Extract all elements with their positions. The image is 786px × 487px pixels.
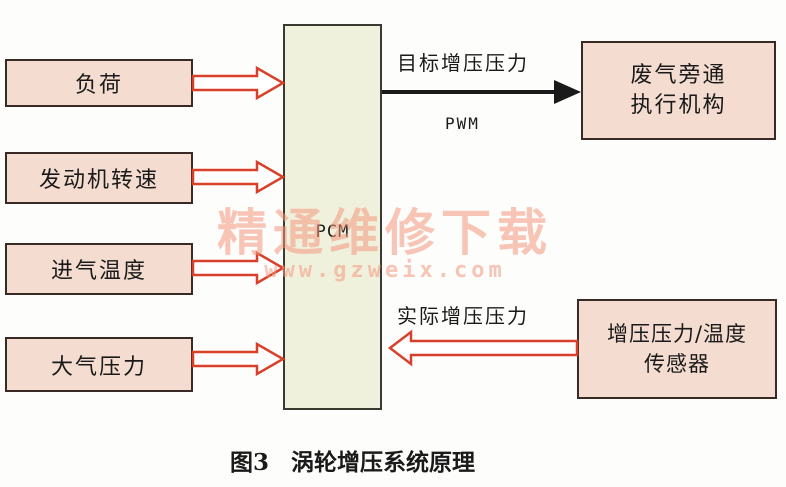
input-box-load: 负荷 xyxy=(5,59,193,107)
arrow-load xyxy=(191,65,286,101)
pcm-label: PCM xyxy=(315,222,350,242)
input-label-engine-speed: 发动机转速 xyxy=(38,168,159,193)
input-box-atmos-pressure: 大气压力 xyxy=(5,337,193,392)
input-label-load: 负荷 xyxy=(74,73,123,98)
sensor-line2: 传感器 xyxy=(644,352,710,376)
arrow-target-boost-head xyxy=(554,80,581,104)
arrow-intake-temp xyxy=(191,250,286,286)
figure-number: 图3 xyxy=(230,449,270,476)
boost-sensor-box: 增压压力/温度 传感器 xyxy=(577,299,777,399)
input-label-intake-temp: 进气温度 xyxy=(50,259,147,284)
arrow-engine-speed xyxy=(191,159,286,195)
pwm-label: PWM xyxy=(445,114,480,133)
pcm-block: PCM xyxy=(283,24,382,410)
figure-caption: 图3 涡轮增压系统原理 xyxy=(230,443,475,477)
input-box-intake-temp: 进气温度 xyxy=(5,243,193,295)
sensor-line1: 增压压力/温度 xyxy=(606,322,748,346)
actuator-line1: 废气旁通 xyxy=(630,62,727,88)
arrow-atmos-pressure xyxy=(191,341,286,377)
input-box-engine-speed: 发动机转速 xyxy=(5,152,193,204)
wastegate-actuator-box: 废气旁通 执行机构 xyxy=(581,41,776,140)
arrow-actual-boost xyxy=(387,329,579,367)
input-label-atmos-pressure: 大气压力 xyxy=(50,354,147,380)
actual-boost-label: 实际增压压力 xyxy=(397,304,529,328)
actuator-line2: 执行机构 xyxy=(630,92,727,118)
target-boost-label: 目标增压压力 xyxy=(397,51,529,75)
figure-title: 涡轮增压系统原理 xyxy=(291,449,476,476)
